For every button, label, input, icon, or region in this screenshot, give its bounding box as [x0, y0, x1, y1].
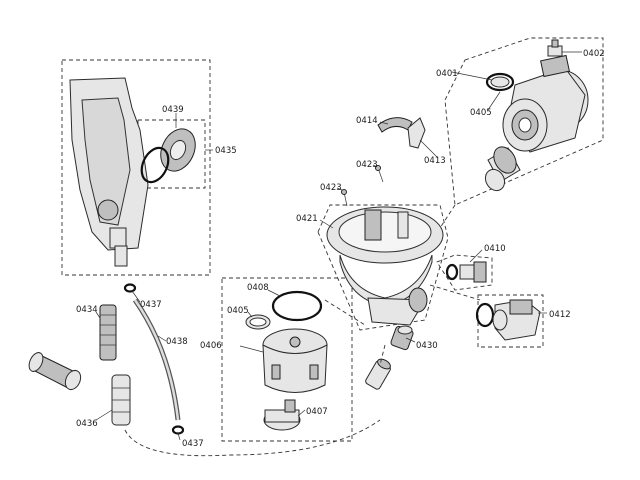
part-label-0408: 0408 [247, 283, 269, 293]
part-label-0430: 0430 [416, 341, 438, 351]
coupling-0430 [390, 325, 414, 351]
part-label-0437-top: 0437 [140, 300, 162, 310]
part-label-0434: 0434 [76, 305, 98, 315]
assembly-guide-filter [324, 299, 366, 326]
group-outline-sump-pot [317, 204, 449, 331]
water-switch [69, 77, 149, 267]
drain-pump [475, 299, 541, 341]
part-label-0406: 0406 [200, 341, 222, 351]
clip-0414 [377, 117, 413, 133]
part-label-0410: 0410 [484, 244, 506, 254]
clamp-0437-top [123, 283, 137, 293]
drain-hose-end [28, 352, 82, 391]
filter-housing-0406 [262, 328, 328, 393]
heat-pump [502, 54, 589, 153]
part-label-0402: 0402 [583, 49, 605, 59]
part-label-0401: 0401 [436, 69, 458, 79]
screw-0423-lower [341, 189, 348, 207]
ring-0405-mid [245, 314, 271, 330]
part-label-0405-top: 0405 [470, 108, 492, 118]
assembly-guide-pump [439, 204, 456, 229]
water-switch-seal [140, 128, 196, 184]
part-label-0423-upper: 0423 [356, 160, 378, 170]
part-label-0436: 0436 [76, 419, 98, 429]
part-label-0438: 0438 [166, 337, 188, 347]
part-label-0405-mid: 0405 [227, 306, 249, 316]
part-label-0414: 0414 [356, 116, 378, 126]
part-label-0407: 0407 [306, 407, 328, 417]
group-outline-filter-assembly [221, 277, 353, 442]
part-label-0412: 0412 [549, 310, 571, 320]
part-label-0439: 0439 [162, 105, 184, 115]
assembly-guide-drain [429, 284, 481, 301]
group-outline-water-switch [61, 59, 211, 276]
seal-ring-0408 [271, 290, 323, 322]
corrugated-hose-0434 [99, 304, 117, 361]
hose-connector [365, 358, 391, 390]
check-valve [445, 261, 487, 283]
heat-pump-bellow [484, 146, 521, 192]
heat-pump-connector [547, 39, 563, 57]
assembly-guide-hose [379, 344, 386, 366]
part-label-0435: 0435 [215, 146, 237, 156]
group-outline-check-valve [436, 254, 493, 291]
part-label-0421: 0421 [296, 214, 318, 224]
part-label-0423-lower: 0423 [320, 183, 342, 193]
sump-pot [326, 206, 444, 326]
part-label-0413: 0413 [424, 156, 446, 166]
clamp-0437-bottom [171, 425, 185, 435]
heat-pump-ring [485, 72, 515, 92]
part-label-0437-bottom: 0437 [182, 439, 204, 449]
hose-0438 [132, 298, 181, 421]
assembly-guide-bottom [124, 419, 381, 457]
motor-0407 [263, 399, 301, 431]
drain-hose-0436 [111, 374, 131, 426]
group-outline-drain-pump [477, 294, 544, 348]
